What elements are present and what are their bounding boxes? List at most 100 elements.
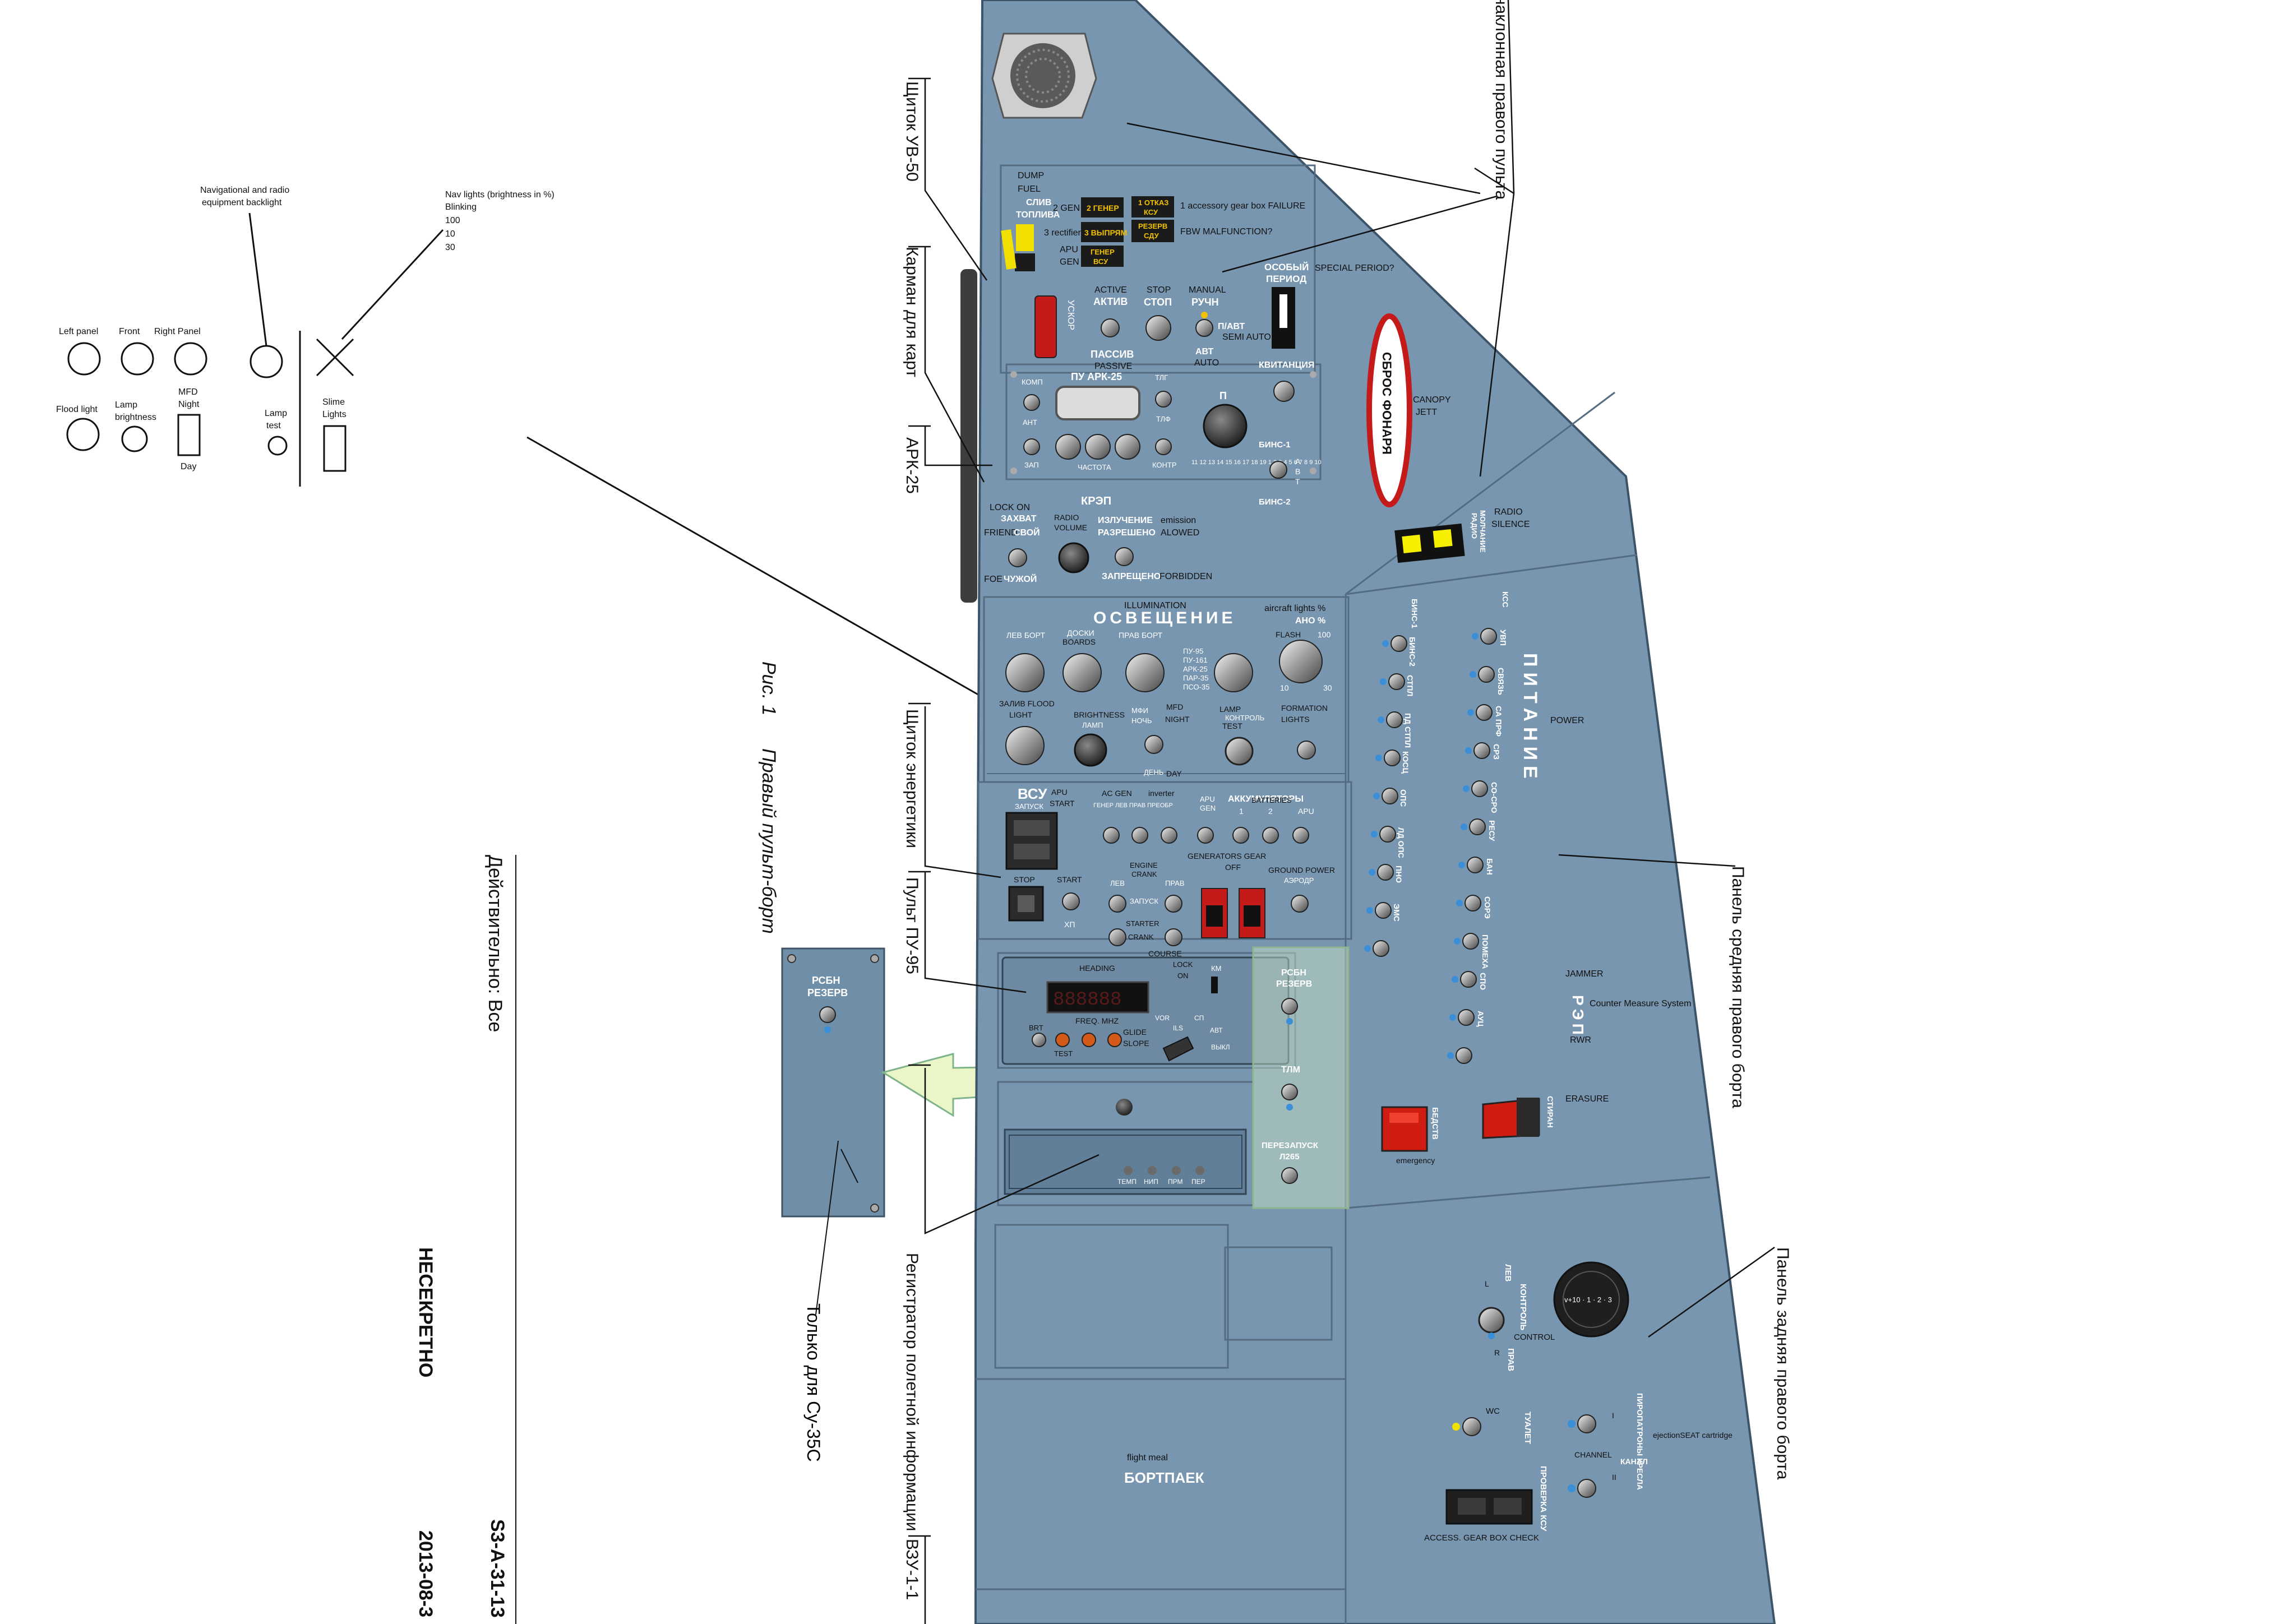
starter-left-toggle[interactable] xyxy=(1108,928,1126,946)
power-toggle-1-6[interactable] xyxy=(1377,864,1394,881)
power-toggle-2-11[interactable] xyxy=(1456,1047,1472,1064)
formation-lights-toggle[interactable] xyxy=(1297,741,1316,760)
uskor-guard[interactable] xyxy=(1034,295,1057,358)
bins1-label: БИНС-1 xyxy=(1259,440,1291,450)
power-toggle-2-8[interactable] xyxy=(1462,933,1479,950)
flood-light-knob[interactable] xyxy=(1005,726,1045,765)
power-toggle-2-7[interactable] xyxy=(1465,895,1481,912)
pu95-test-button-3[interactable] xyxy=(1107,1033,1122,1047)
ground-power: GROUND POWER xyxy=(1268,866,1335,875)
channel-2-toggle[interactable] xyxy=(1577,1479,1596,1498)
emergency-label: emergency xyxy=(1396,1156,1435,1165)
power-indicator-2-2 xyxy=(1467,709,1474,716)
left-panel-knob[interactable] xyxy=(1005,653,1045,692)
battery-1-toggle[interactable] xyxy=(1232,827,1249,844)
channel-1-toggle[interactable] xyxy=(1577,1414,1596,1433)
manual-ru: РУЧН xyxy=(1191,297,1219,308)
pu95-test-button-1[interactable] xyxy=(1055,1033,1070,1047)
power-toggle-1-8[interactable] xyxy=(1373,940,1389,957)
power-toggle-1-7[interactable] xyxy=(1375,902,1392,919)
power-toggle-2-1[interactable] xyxy=(1478,666,1495,683)
power-toggle-1-4[interactable] xyxy=(1382,788,1398,804)
activity-toggle[interactable] xyxy=(1101,318,1120,337)
power-toggle-2-10[interactable] xyxy=(1458,1009,1475,1026)
power-toggle-1-3[interactable] xyxy=(1384,749,1401,766)
crank2-label: CRANK xyxy=(1128,933,1154,941)
lamp-nip: НИП xyxy=(1144,1178,1158,1186)
power-toggle-1-1[interactable] xyxy=(1388,673,1405,690)
start-hp-toggle[interactable] xyxy=(1062,892,1080,910)
crank-right-toggle[interactable] xyxy=(1165,895,1182,913)
ano-knob[interactable] xyxy=(1279,640,1323,683)
pu95-test-button-2[interactable] xyxy=(1082,1033,1096,1047)
fbw-label: FBW MALFUNCTION? xyxy=(1180,227,1273,237)
battery-apu-toggle[interactable] xyxy=(1292,827,1309,844)
stop-button[interactable] xyxy=(1145,315,1171,341)
canopy-jettison-handle[interactable] xyxy=(1366,313,1412,507)
bins-selector-toggle[interactable] xyxy=(1269,461,1287,479)
pu95-mode-selector[interactable] xyxy=(1162,1036,1194,1062)
manual-toggle[interactable] xyxy=(1195,319,1213,337)
mfd-day-night-toggle[interactable] xyxy=(1144,735,1163,754)
power-toggle-2-0[interactable] xyxy=(1480,628,1497,645)
lamp-brightness-knob[interactable] xyxy=(1074,733,1107,767)
ark-kontr-button[interactable] xyxy=(1155,438,1172,455)
ark-freq-knob-1[interactable] xyxy=(1055,434,1081,460)
ground-power-toggle[interactable] xyxy=(1291,895,1309,913)
power-toggle-1-5[interactable] xyxy=(1379,826,1396,843)
rear-lev: ЛЕВ xyxy=(1503,1264,1513,1282)
pu95-test: TEST xyxy=(1054,1049,1073,1058)
pu95-brt-knob[interactable] xyxy=(1032,1033,1046,1047)
nav-radio-knob-icon xyxy=(250,345,283,378)
power-toggle-1-2[interactable] xyxy=(1386,711,1403,728)
apu-gen-toggle[interactable] xyxy=(1197,827,1214,844)
rsbn-toggle[interactable] xyxy=(1281,998,1298,1015)
power-toggle-1-0[interactable] xyxy=(1390,635,1407,652)
radio-volume-knob[interactable] xyxy=(1058,542,1089,573)
inset-rsbn-toggle[interactable] xyxy=(819,1006,836,1023)
lamp-en: LAMP xyxy=(1219,705,1241,714)
ark-zap-button[interactable] xyxy=(1023,438,1040,455)
inverter-toggle[interactable] xyxy=(1161,827,1177,844)
pu95-km-switch[interactable] xyxy=(1211,977,1218,993)
ark-freq-knob-3[interactable] xyxy=(1115,434,1140,460)
power-toggle-2-2[interactable] xyxy=(1476,704,1493,721)
power-toggle-2-5[interactable] xyxy=(1469,818,1486,835)
crank-left-toggle[interactable] xyxy=(1108,895,1126,913)
ark-freq-knob-2[interactable] xyxy=(1085,434,1111,460)
power-toggle-2-6[interactable] xyxy=(1467,857,1484,873)
starter-right-toggle[interactable] xyxy=(1165,928,1182,946)
tlm-toggle[interactable] xyxy=(1281,1084,1298,1100)
emission-toggle[interactable] xyxy=(1115,547,1134,566)
front-boards-knob[interactable] xyxy=(1062,653,1102,692)
semi-auto: SEMI AUTO xyxy=(1222,332,1271,342)
control-toggle[interactable] xyxy=(1478,1307,1505,1334)
ark-komp-ant-toggle[interactable] xyxy=(1023,394,1040,411)
formation-1: FORMATION xyxy=(1281,704,1328,712)
rear-selector-dial[interactable] xyxy=(1553,1261,1629,1338)
ark-channel-selector[interactable] xyxy=(1203,404,1248,448)
rear-channel: CHANNEL xyxy=(1574,1450,1612,1459)
perezapusk-button[interactable] xyxy=(1281,1167,1298,1184)
lamp-test-button[interactable] xyxy=(1225,737,1254,766)
foe-ru: ЧУЖОЙ xyxy=(1004,573,1037,584)
iff-toggle[interactable] xyxy=(1008,548,1027,567)
lamp-prm: ПРМ xyxy=(1168,1178,1183,1186)
nav-radio-backlight-knob[interactable] xyxy=(1214,653,1253,692)
wc-toggle[interactable] xyxy=(1462,1417,1481,1436)
friend-en: FRIEND xyxy=(984,528,1018,538)
power-toggle-2-4[interactable] xyxy=(1471,780,1488,797)
ark-tlg-tlf-toggle[interactable] xyxy=(1155,391,1172,408)
right-panel-knob[interactable] xyxy=(1125,653,1165,692)
power-toggle-2-9[interactable] xyxy=(1460,971,1477,988)
callout-energy: Щиток энергетики xyxy=(903,709,921,848)
kvitanciya-button[interactable] xyxy=(1273,381,1295,402)
gen-right-toggle[interactable] xyxy=(1131,827,1148,844)
power-toggle-2-3[interactable] xyxy=(1473,742,1490,759)
battery-2-toggle[interactable] xyxy=(1262,827,1279,844)
energy-panel: ВСУ ЗАПУСК APU START STOP START ХП AC GE… xyxy=(1005,785,1335,946)
gen-row-labels: ГЕНЕР ЛЕВ ПРАВ ПРЕОБР xyxy=(1093,802,1173,809)
gen-left-toggle[interactable] xyxy=(1103,827,1120,844)
inset-rsbn-2: РЕЗЕРВ xyxy=(807,987,848,998)
